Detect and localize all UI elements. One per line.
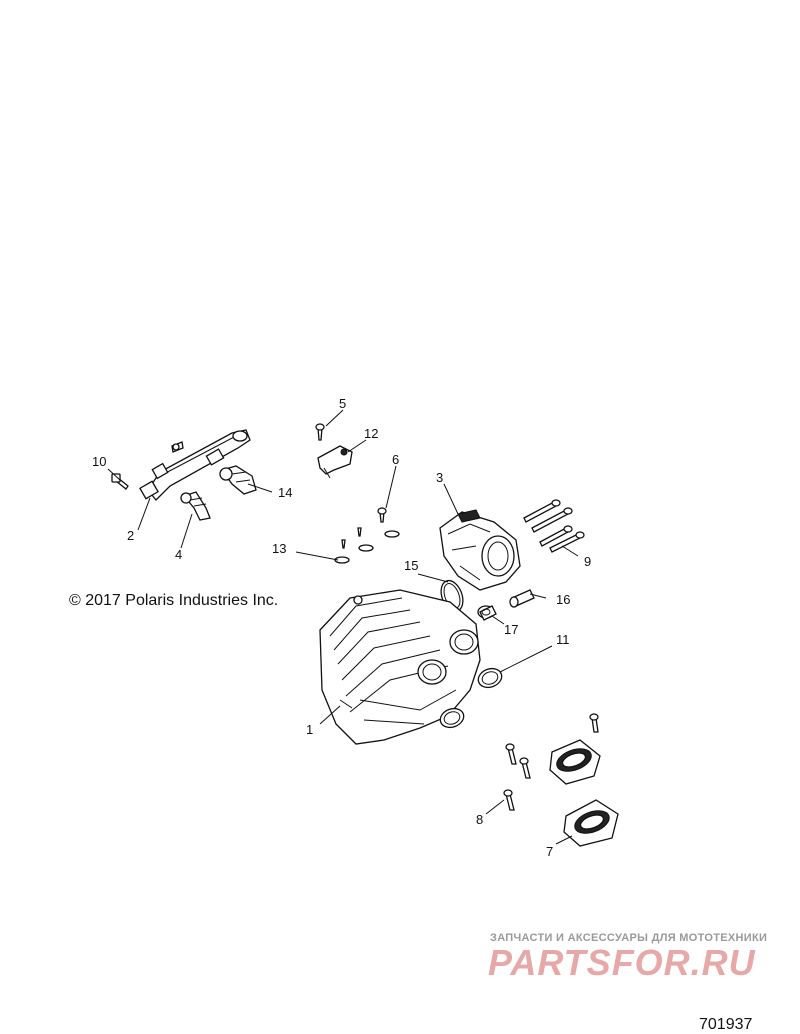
bolt-10 bbox=[111, 473, 129, 490]
map-sensor-12 bbox=[317, 445, 353, 479]
callout-5: 5 bbox=[339, 396, 346, 411]
callout-labels: 1 2 3 4 5 6 7 8 9 10 11 12 13 14 15 16 1… bbox=[92, 396, 591, 859]
callout-15: 15 bbox=[404, 558, 418, 573]
callout-16: 16 bbox=[556, 592, 570, 607]
copyright-notice: © 2017 Polaris Industries Inc. bbox=[69, 592, 279, 609]
callout-13: 13 bbox=[272, 541, 286, 556]
leader-lines bbox=[107, 409, 579, 845]
fuel-injector-14 bbox=[219, 465, 257, 495]
screw-5 bbox=[315, 423, 325, 441]
callout-7: 7 bbox=[546, 844, 553, 859]
callout-14: 14 bbox=[278, 485, 292, 500]
callout-3: 3 bbox=[436, 470, 443, 485]
intake-boots-7 bbox=[549, 739, 619, 847]
fuel-injector-4 bbox=[180, 491, 211, 521]
callout-8: 8 bbox=[476, 812, 483, 827]
callout-6: 6 bbox=[392, 452, 399, 467]
screw-6 bbox=[377, 507, 387, 523]
callout-1: 1 bbox=[306, 722, 313, 737]
callout-4: 4 bbox=[175, 547, 182, 562]
watermark-tagline: ЗАПЧАСТИ И АКСЕССУАРЫ ДЛЯ МОТОТЕХНИКИ bbox=[490, 932, 768, 944]
fitting-17 bbox=[477, 605, 497, 621]
fuel-rail bbox=[139, 429, 251, 501]
hose-16 bbox=[509, 589, 535, 608]
callout-10: 10 bbox=[92, 454, 106, 469]
callout-11: 11 bbox=[556, 632, 570, 647]
bolts-9 bbox=[523, 499, 585, 553]
clamps-11 bbox=[439, 667, 503, 729]
diagram-number: 701937 bbox=[699, 1016, 753, 1033]
callout-12: 12 bbox=[364, 426, 378, 441]
bolts-8 bbox=[503, 713, 599, 811]
callout-17: 17 bbox=[504, 622, 518, 637]
o-rings-13 bbox=[334, 527, 400, 564]
intake-manifold-1 bbox=[319, 589, 481, 745]
watermark-brand: PARTSFOR.RU bbox=[488, 942, 756, 983]
callout-9: 9 bbox=[584, 554, 591, 569]
throttle-body-3 bbox=[439, 509, 521, 591]
callout-2: 2 bbox=[127, 528, 134, 543]
